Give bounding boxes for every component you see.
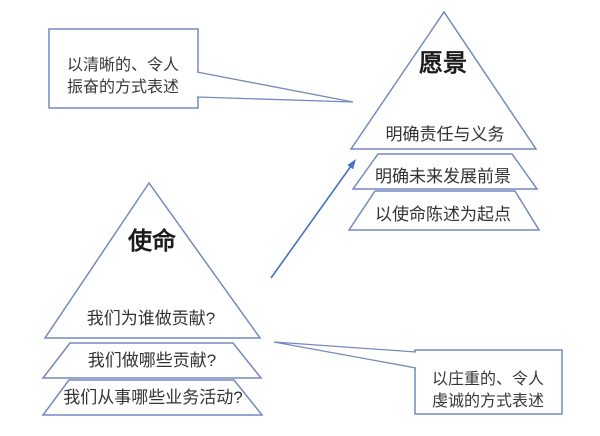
callout-top-left-box: [48, 28, 199, 109]
callout-top-left: 以清晰的、令人 振奋的方式表述: [48, 28, 354, 109]
callout-bottom-right-line-1: 以庄重的、令人: [432, 370, 544, 388]
mission-layer-3-label: 我们从事哪些业务活动?: [63, 388, 242, 407]
callout-bottom-right: 以庄重的、令人 虔诚的方式表述: [273, 341, 563, 415]
callout-bottom-right-box: [414, 349, 563, 415]
vision-layer-3-label: 以使命陈述为起点: [375, 204, 511, 224]
mission-title: 使命: [127, 227, 177, 255]
vision-triangle: [349, 10, 538, 150]
callout-bottom-right-line-2: 虔诚的方式表述: [432, 392, 544, 410]
mission-layer-2-label: 我们做哪些贡献?: [88, 351, 216, 370]
arrow-connector: [270, 159, 356, 279]
arrow-head-icon: [347, 159, 356, 170]
mission-layer-1-label: 我们为谁做贡献?: [87, 309, 215, 328]
mission-pyramid: 使命 我们为谁做贡献? 我们做哪些贡献? 我们从事哪些业务活动?: [41, 181, 264, 416]
arrow-line: [270, 165, 352, 279]
callout-top-left-line-2: 振奋的方式表述: [67, 78, 179, 96]
vision-pyramid: 愿景 明确责任与义务 明确未来发展前景 以使命陈述为起点: [347, 10, 541, 231]
mission-layer-2-band: [41, 342, 263, 379]
callout-top-left-line-1: 以清晰的、令人: [67, 56, 179, 74]
callout-top-left-tail: [196, 71, 354, 103]
vision-layer-3-band: [347, 190, 541, 231]
vision-title: 愿景: [419, 50, 467, 77]
mission-triangle: [43, 181, 262, 339]
vision-layer-1-label: 明确责任与义务: [386, 125, 505, 144]
mission-layer-3-band: [41, 379, 264, 416]
vision-layer-2-band: [351, 153, 539, 190]
callout-bottom-right-tail: [273, 341, 417, 369]
vision-layer-2-label: 明确未来发展前景: [375, 167, 511, 186]
